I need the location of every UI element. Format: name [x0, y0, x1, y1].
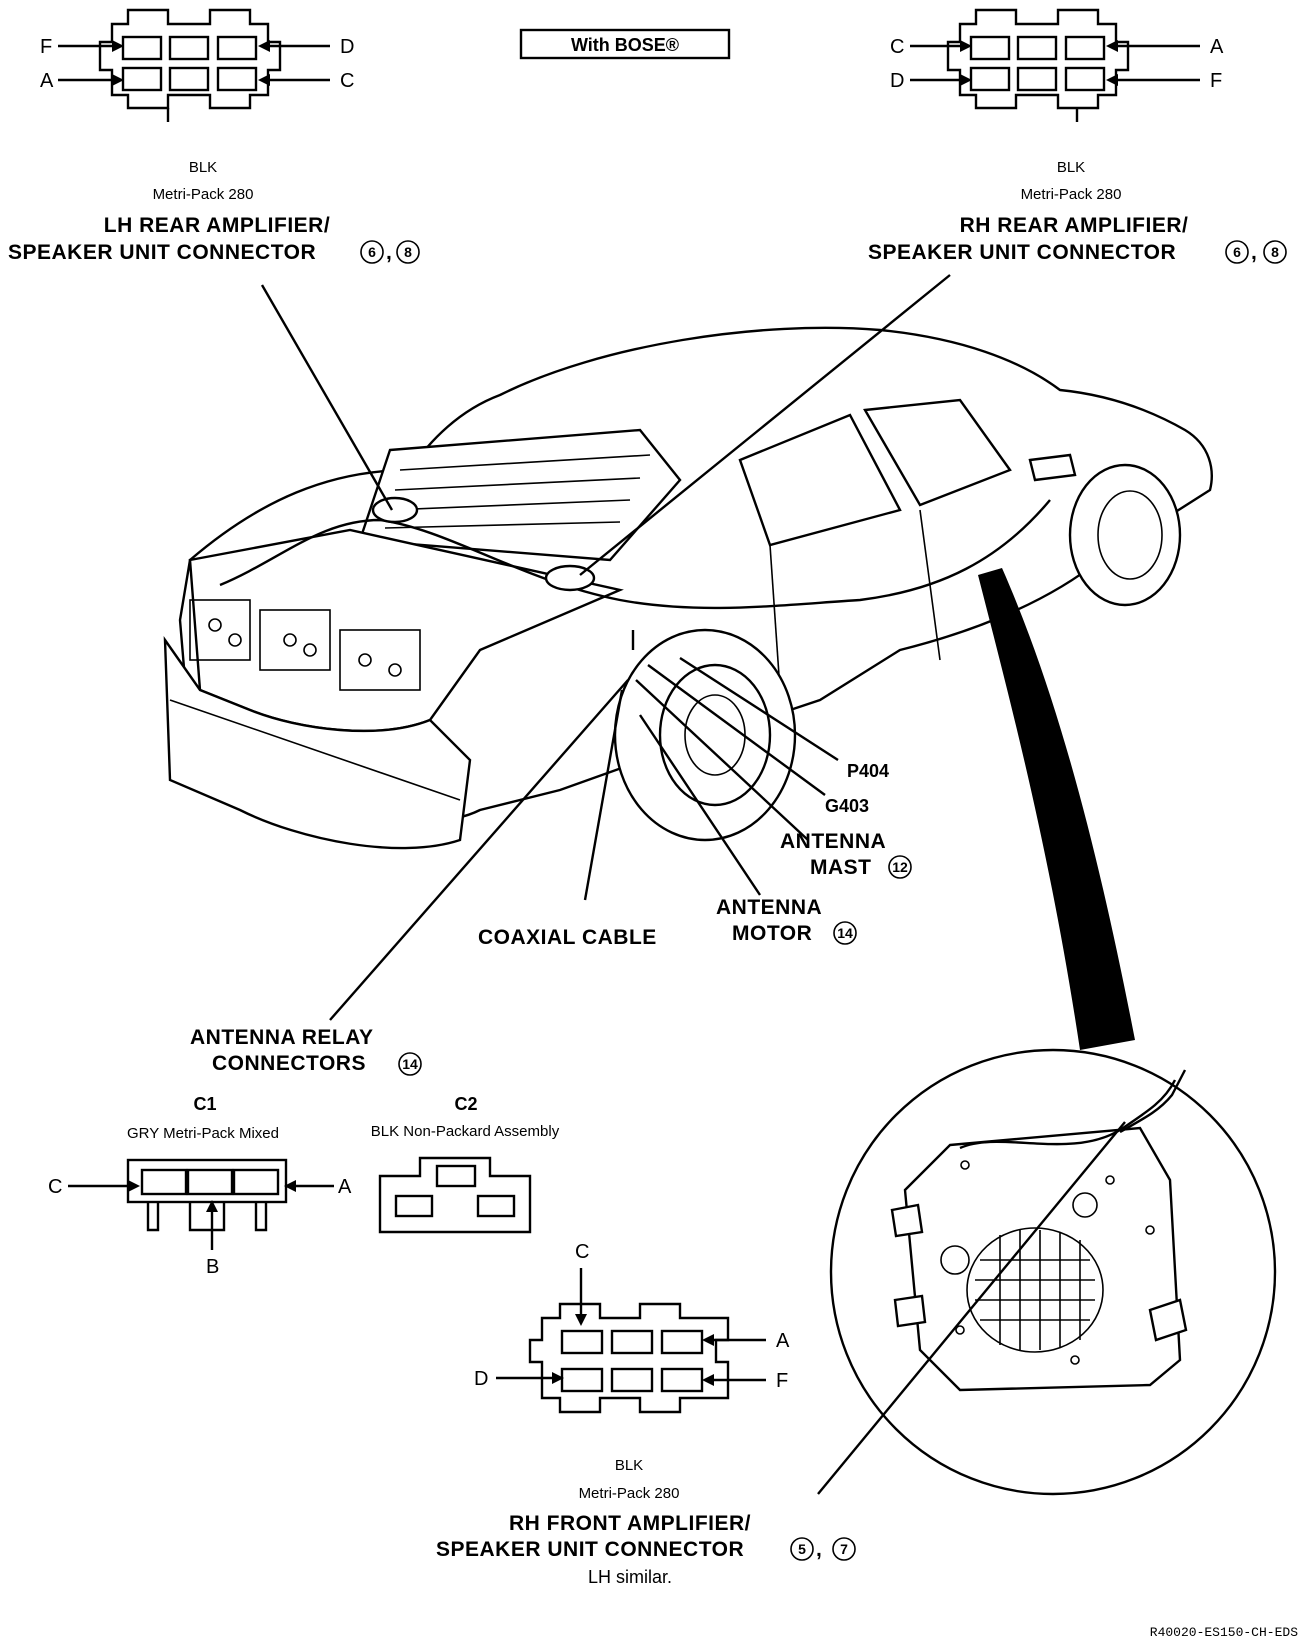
- lh-rear-ref-1: 6: [368, 244, 376, 260]
- rh-rear-ref-1: 6: [1233, 244, 1241, 260]
- rh-front-connector: C A D F BLK Metri-Pack 280 RH FRONT AMPL…: [436, 1241, 856, 1587]
- antenna-mast-line2: MAST: [810, 856, 872, 879]
- svg-text:,: ,: [1251, 241, 1257, 264]
- car-illustration: [163, 326, 1213, 850]
- pin-label-d: D: [890, 70, 904, 92]
- rh-rear-ref-2: 8: [1271, 244, 1279, 260]
- rh-rear-type: Metri-Pack 280: [1021, 186, 1122, 203]
- c2-desc: BLK Non-Packard Assembly: [371, 1123, 560, 1140]
- pin-label-c: C: [890, 36, 904, 58]
- pin-label-f: F: [1210, 70, 1222, 92]
- rh-front-ref-1: 5: [798, 1541, 806, 1557]
- pin-label-d: D: [340, 36, 354, 58]
- rh-front-type: Metri-Pack 280: [579, 1485, 680, 1502]
- antenna-mast-ref: 12: [892, 859, 908, 875]
- bose-badge: With BOSE®: [519, 28, 731, 60]
- c1-pin-c: C: [48, 1176, 62, 1198]
- speaker-detail-callout: [817, 568, 1277, 1496]
- g403-label: G403: [825, 796, 869, 816]
- lh-rear-title-line1: LH REAR AMPLIFIER/: [104, 214, 330, 237]
- pin-label-a: A: [1210, 36, 1224, 58]
- svg-text:,: ,: [386, 241, 392, 264]
- c1-name: C1: [193, 1094, 216, 1114]
- rh-front-title-line2: SPEAKER UNIT CONNECTOR: [436, 1538, 744, 1561]
- rh-rear-title-line1: RH REAR AMPLIFIER/: [960, 214, 1189, 237]
- rh-front-title-line1: RH FRONT AMPLIFIER/: [509, 1512, 751, 1535]
- rh-rear-title-line2: SPEAKER UNIT CONNECTOR: [868, 241, 1176, 264]
- rh-front-note: LH similar.: [588, 1567, 672, 1587]
- antenna-mast-line1: ANTENNA: [780, 830, 886, 853]
- rh-front-pin-a: A: [776, 1330, 790, 1352]
- lh-rear-connector: F A D C BLK Metri-Pack 280 LH REAR AMPLI…: [8, 8, 420, 264]
- speaker-grille: [975, 1230, 1095, 1350]
- bose-badge-text: With BOSE®: [571, 35, 679, 55]
- lh-rear-ref-2: 8: [404, 244, 412, 260]
- pin-label-f: F: [40, 36, 52, 58]
- callout-labels: P404 G403 ANTENNA MAST 12 ANTENNA MOTOR …: [190, 761, 912, 1076]
- antenna-relay-line1: ANTENNA RELAY: [190, 1026, 373, 1049]
- rh-front-ref-2: 7: [840, 1541, 848, 1557]
- antenna-motor-ref: 14: [837, 925, 853, 941]
- coaxial-cable-label: COAXIAL CABLE: [478, 926, 657, 949]
- lh-rear-type: Metri-Pack 280: [153, 186, 254, 203]
- rh-front-color: BLK: [615, 1457, 643, 1474]
- c1-desc: GRY Metri-Pack Mixed: [127, 1125, 279, 1142]
- pin-label-c: C: [340, 70, 354, 92]
- c1-connector: C1 GRY Metri-Pack Mixed C A B: [48, 1094, 352, 1278]
- svg-text:,: ,: [816, 1538, 822, 1561]
- c2-name: C2: [454, 1094, 477, 1114]
- rh-rear-color: BLK: [1057, 159, 1085, 176]
- leader-lines: [260, 274, 951, 1021]
- rh-front-pin-f: F: [776, 1370, 788, 1392]
- antenna-relay-ref: 14: [402, 1056, 418, 1072]
- rh-front-pin-d: D: [474, 1368, 488, 1390]
- lh-rear-color: BLK: [189, 159, 217, 176]
- p404-label: P404: [847, 761, 889, 781]
- pin-label-a: A: [40, 70, 54, 92]
- figure-code: R40020-ES150-CH-EDS: [1150, 1625, 1298, 1640]
- rh-front-pin-c: C: [575, 1241, 589, 1263]
- c1-pin-a: A: [338, 1176, 352, 1198]
- rh-rear-connector: C D A F BLK Metri-Pack 280 RH REAR AMPLI…: [868, 8, 1287, 264]
- antenna-motor-line2: MOTOR: [732, 922, 812, 945]
- lh-rear-title-line2: SPEAKER UNIT CONNECTOR: [8, 241, 316, 264]
- c2-connector: C2 BLK Non-Packard Assembly: [371, 1094, 560, 1234]
- antenna-motor-line1: ANTENNA: [716, 896, 822, 919]
- c1-pin-b: B: [206, 1256, 219, 1278]
- antenna-relay-line2: CONNECTORS: [212, 1052, 366, 1075]
